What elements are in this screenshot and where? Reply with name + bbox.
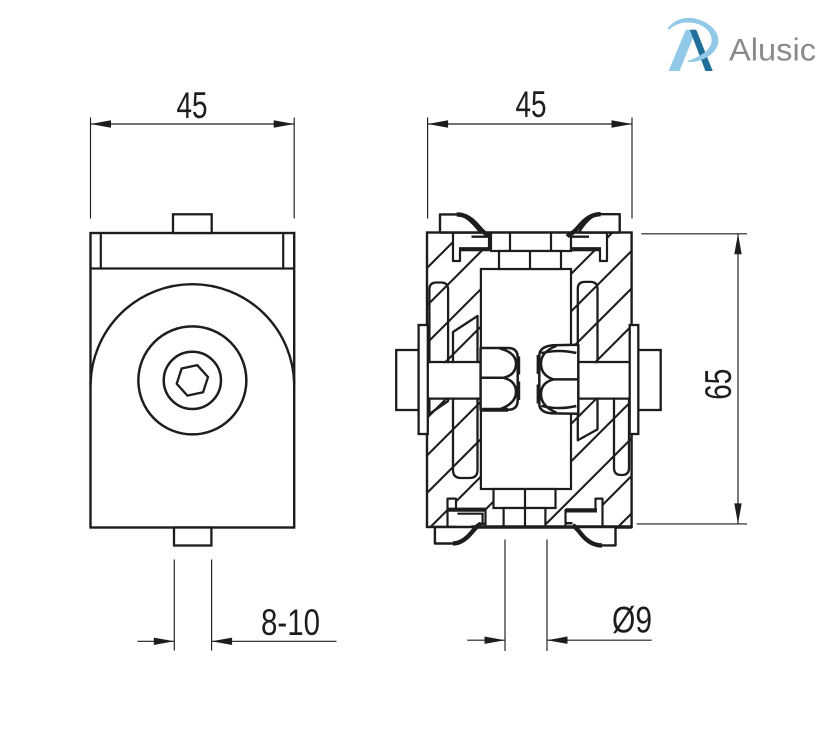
svg-text:45: 45 bbox=[177, 85, 208, 126]
svg-text:Ø9: Ø9 bbox=[612, 600, 652, 641]
svg-text:45: 45 bbox=[516, 84, 547, 125]
svg-text:8-10: 8-10 bbox=[261, 602, 320, 643]
svg-text:65: 65 bbox=[698, 369, 739, 400]
svg-text:Alusic: Alusic bbox=[729, 32, 816, 68]
